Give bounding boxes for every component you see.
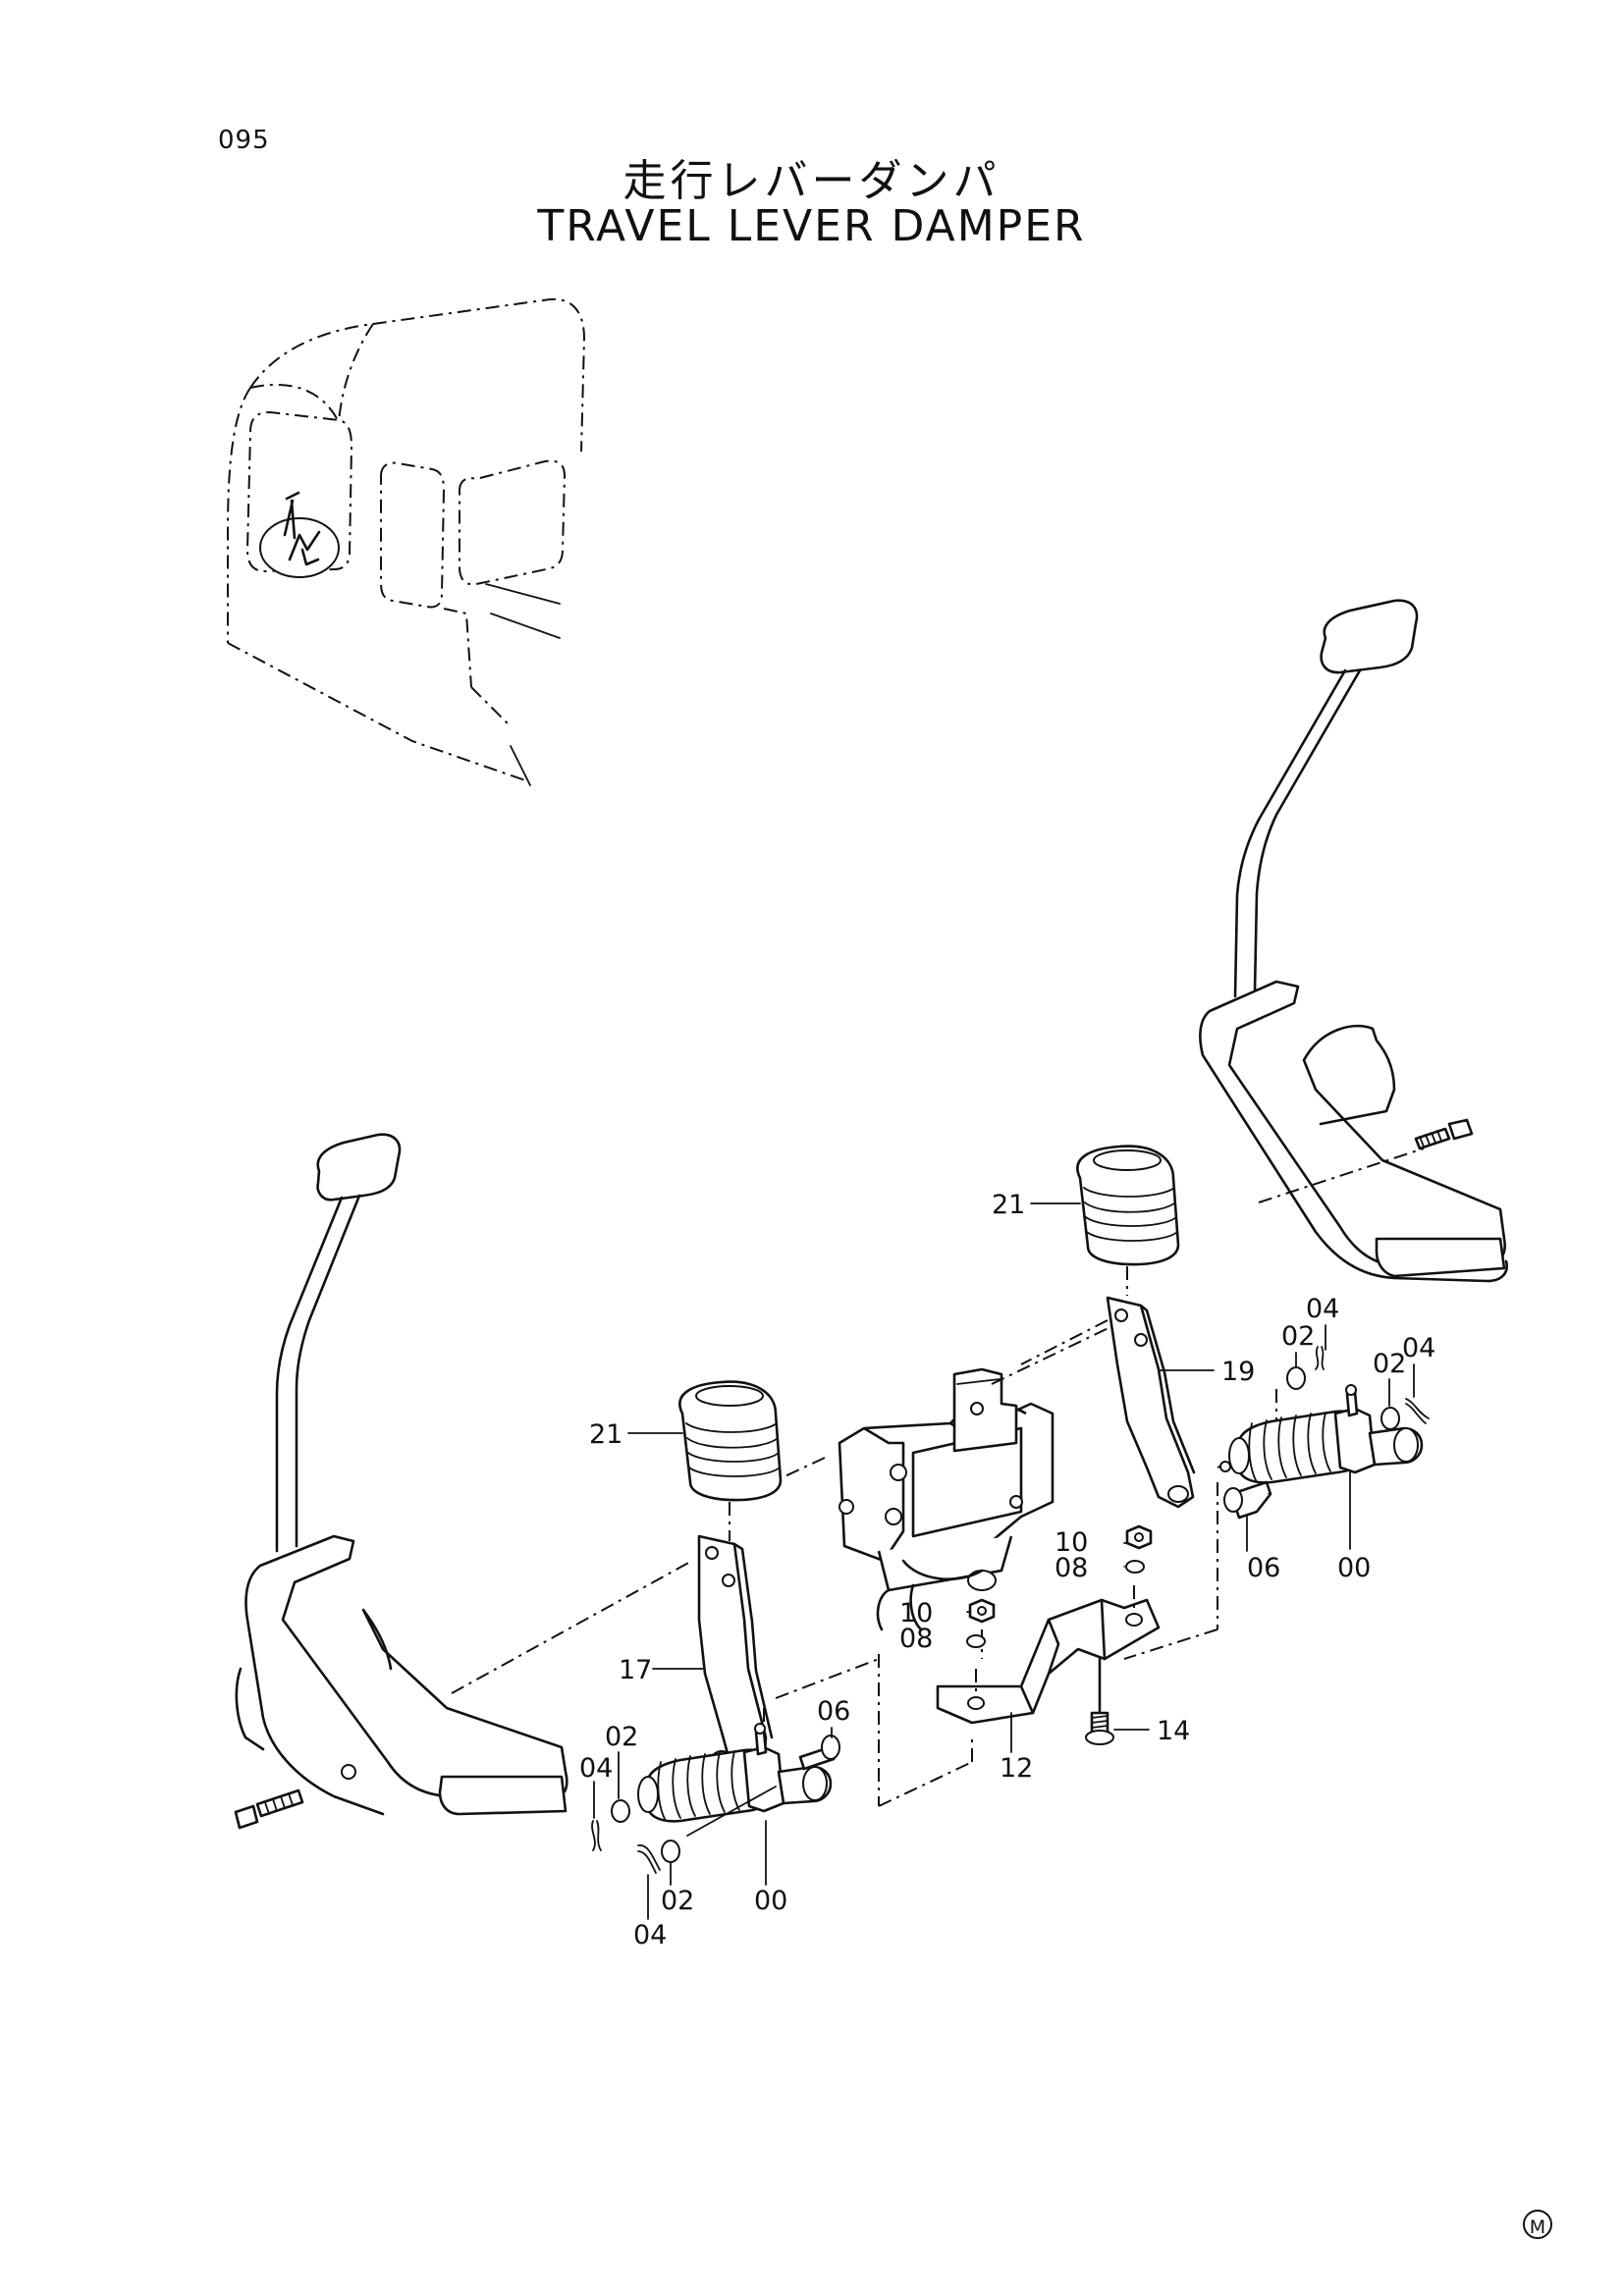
callout-02-left-lower: 02 [661,1886,694,1916]
rubber-boot-left [678,1380,783,1541]
bracket-19 [1020,1296,1196,1509]
callout-02-left-upper: 02 [605,1722,638,1752]
pins-and-washers-left [591,1799,680,1874]
damper-assembly-left [637,1654,973,1837]
right-travel-lever-pedal [1199,599,1508,1283]
mark-letter: M [1530,2216,1545,2238]
callout-leader-lines [593,1202,1415,1920]
pin-06-right [1223,1480,1272,1520]
callout-12: 12 [1000,1753,1033,1784]
callout-04-right-lower: 04 [1402,1333,1435,1363]
callout-02-right-upper: 02 [1281,1321,1315,1352]
callout-04-right-upper: 04 [1306,1294,1339,1324]
callout-08-right: 08 [1055,1553,1088,1583]
cab-inset-illustration [227,297,586,786]
page-number: 095 [218,126,270,155]
callout-06-left: 06 [817,1696,850,1727]
callout-08-left: 08 [899,1624,933,1654]
callout-06-right: 06 [1247,1553,1280,1583]
callout-00-right: 00 [1337,1553,1371,1583]
rubber-boot-right [1076,1145,1180,1296]
callout-14: 14 [1157,1716,1190,1746]
callout-21-left: 21 [589,1419,622,1450]
left-travel-lever-pedal [234,1133,693,1830]
callout-02-right-lower: 02 [1373,1349,1406,1379]
callout-04-left-lower: 04 [633,1920,667,1950]
callout-10-right: 10 [1055,1527,1088,1558]
pilot-valve-body [750,1324,1115,1659]
damper-assembly-right [1123,1384,1424,1660]
pins-and-washers-right [1286,1346,1430,1430]
callout-labels: 21 19 04 02 02 04 21 10 08 06 00 10 08 1… [579,1190,1435,1950]
diagram-title-japanese: 走行レバーダンパ [622,156,1001,206]
pin-06-left [798,1735,840,1771]
callout-17: 17 [619,1655,652,1685]
bolt-14 [1085,1657,1114,1745]
callout-04-left-upper: 04 [579,1753,613,1784]
diagram-title-english: TRAVEL LEVER DAMPER [537,201,1086,251]
mounting-plate-12 [936,1585,1161,1725]
callout-10-left: 10 [899,1598,933,1629]
callout-00-left: 00 [754,1886,787,1916]
callout-19: 19 [1221,1357,1255,1387]
callout-21-right: 21 [992,1190,1025,1220]
circled-m-mark: M [1523,2210,1552,2239]
